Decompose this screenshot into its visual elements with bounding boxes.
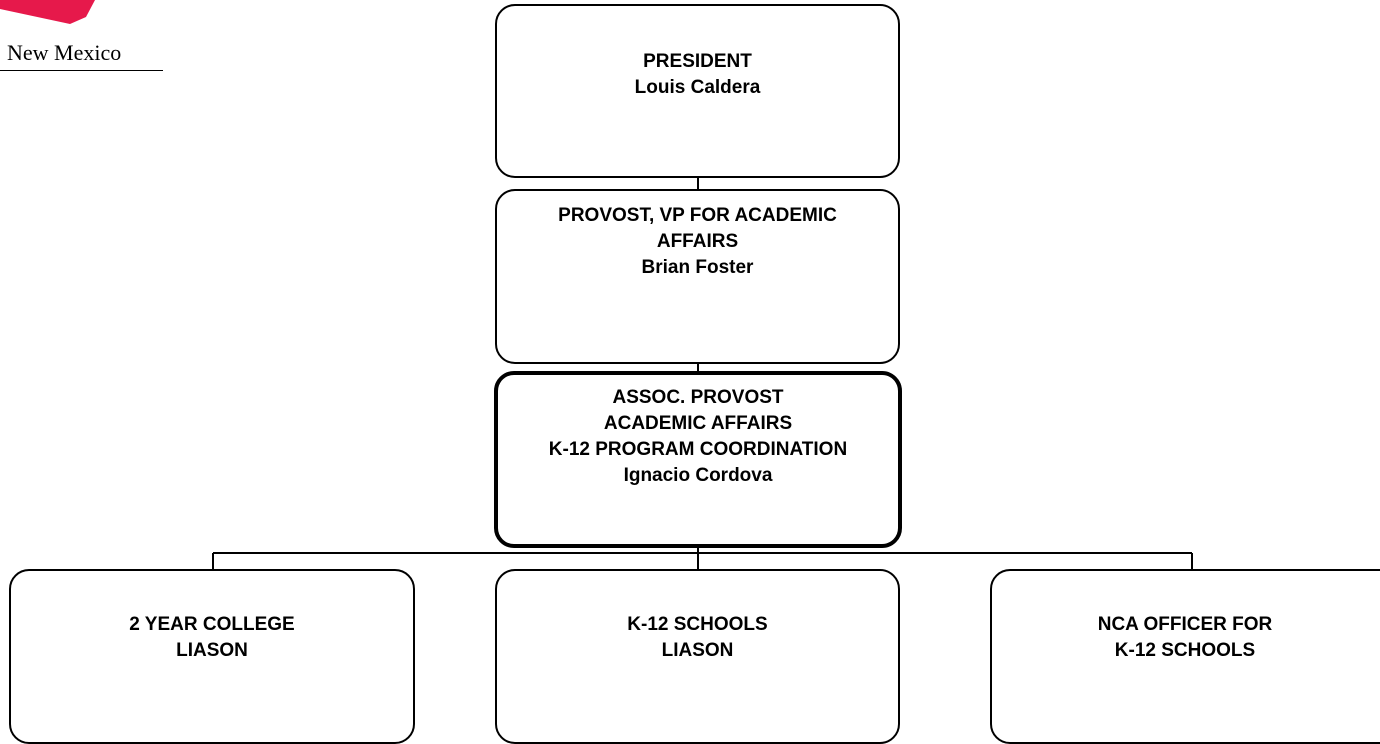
assoc-provost-line2: ACADEMIC AFFAIRS — [603, 413, 793, 434]
provost-title-line1: PROVOST, VP FOR ACADEMIC — [558, 205, 837, 226]
nca-officer-line1: NCA OFFICER FOR — [1097, 614, 1273, 635]
assoc-provost-line3: K-12 PROGRAM COORDINATION — [548, 439, 848, 460]
node-assoc-provost: ASSOC. PROVOST ACADEMIC AFFAIRS K-12 PRO… — [494, 371, 902, 548]
node-provost: PROVOST, VP FOR ACADEMIC AFFAIRS Brian F… — [495, 189, 900, 364]
provost-title-line2: AFFAIRS — [656, 231, 739, 252]
president-name: Louis Caldera — [634, 77, 761, 98]
node-nca-officer: NCA OFFICER FOR K-12 SCHOOLS — [990, 569, 1380, 744]
logo-text: New Mexico — [7, 40, 122, 65]
node-k12-liason: K-12 SCHOOLS LIASON — [495, 569, 900, 744]
node-college-liason: 2 YEAR COLLEGE LIASON — [9, 569, 415, 744]
university-logo-mark — [0, 0, 95, 24]
college-liason-line2: LIASON — [176, 640, 248, 661]
assoc-provost-line1: ASSOC. PROVOST — [612, 387, 784, 408]
college-liason-line1: 2 YEAR COLLEGE — [129, 614, 295, 635]
logo-underline — [0, 70, 163, 71]
assoc-provost-name: Ignacio Cordova — [623, 465, 773, 486]
node-president: PRESIDENT Louis Caldera — [495, 4, 900, 178]
k12-liason-line2: LIASON — [661, 640, 734, 661]
provost-name: Brian Foster — [641, 257, 754, 278]
org-chart-connectors — [212, 178, 1193, 570]
k12-liason-line1: K-12 SCHOOLS — [627, 614, 768, 635]
nca-officer-line2: K-12 SCHOOLS — [1114, 640, 1256, 661]
president-title: PRESIDENT — [643, 51, 752, 72]
